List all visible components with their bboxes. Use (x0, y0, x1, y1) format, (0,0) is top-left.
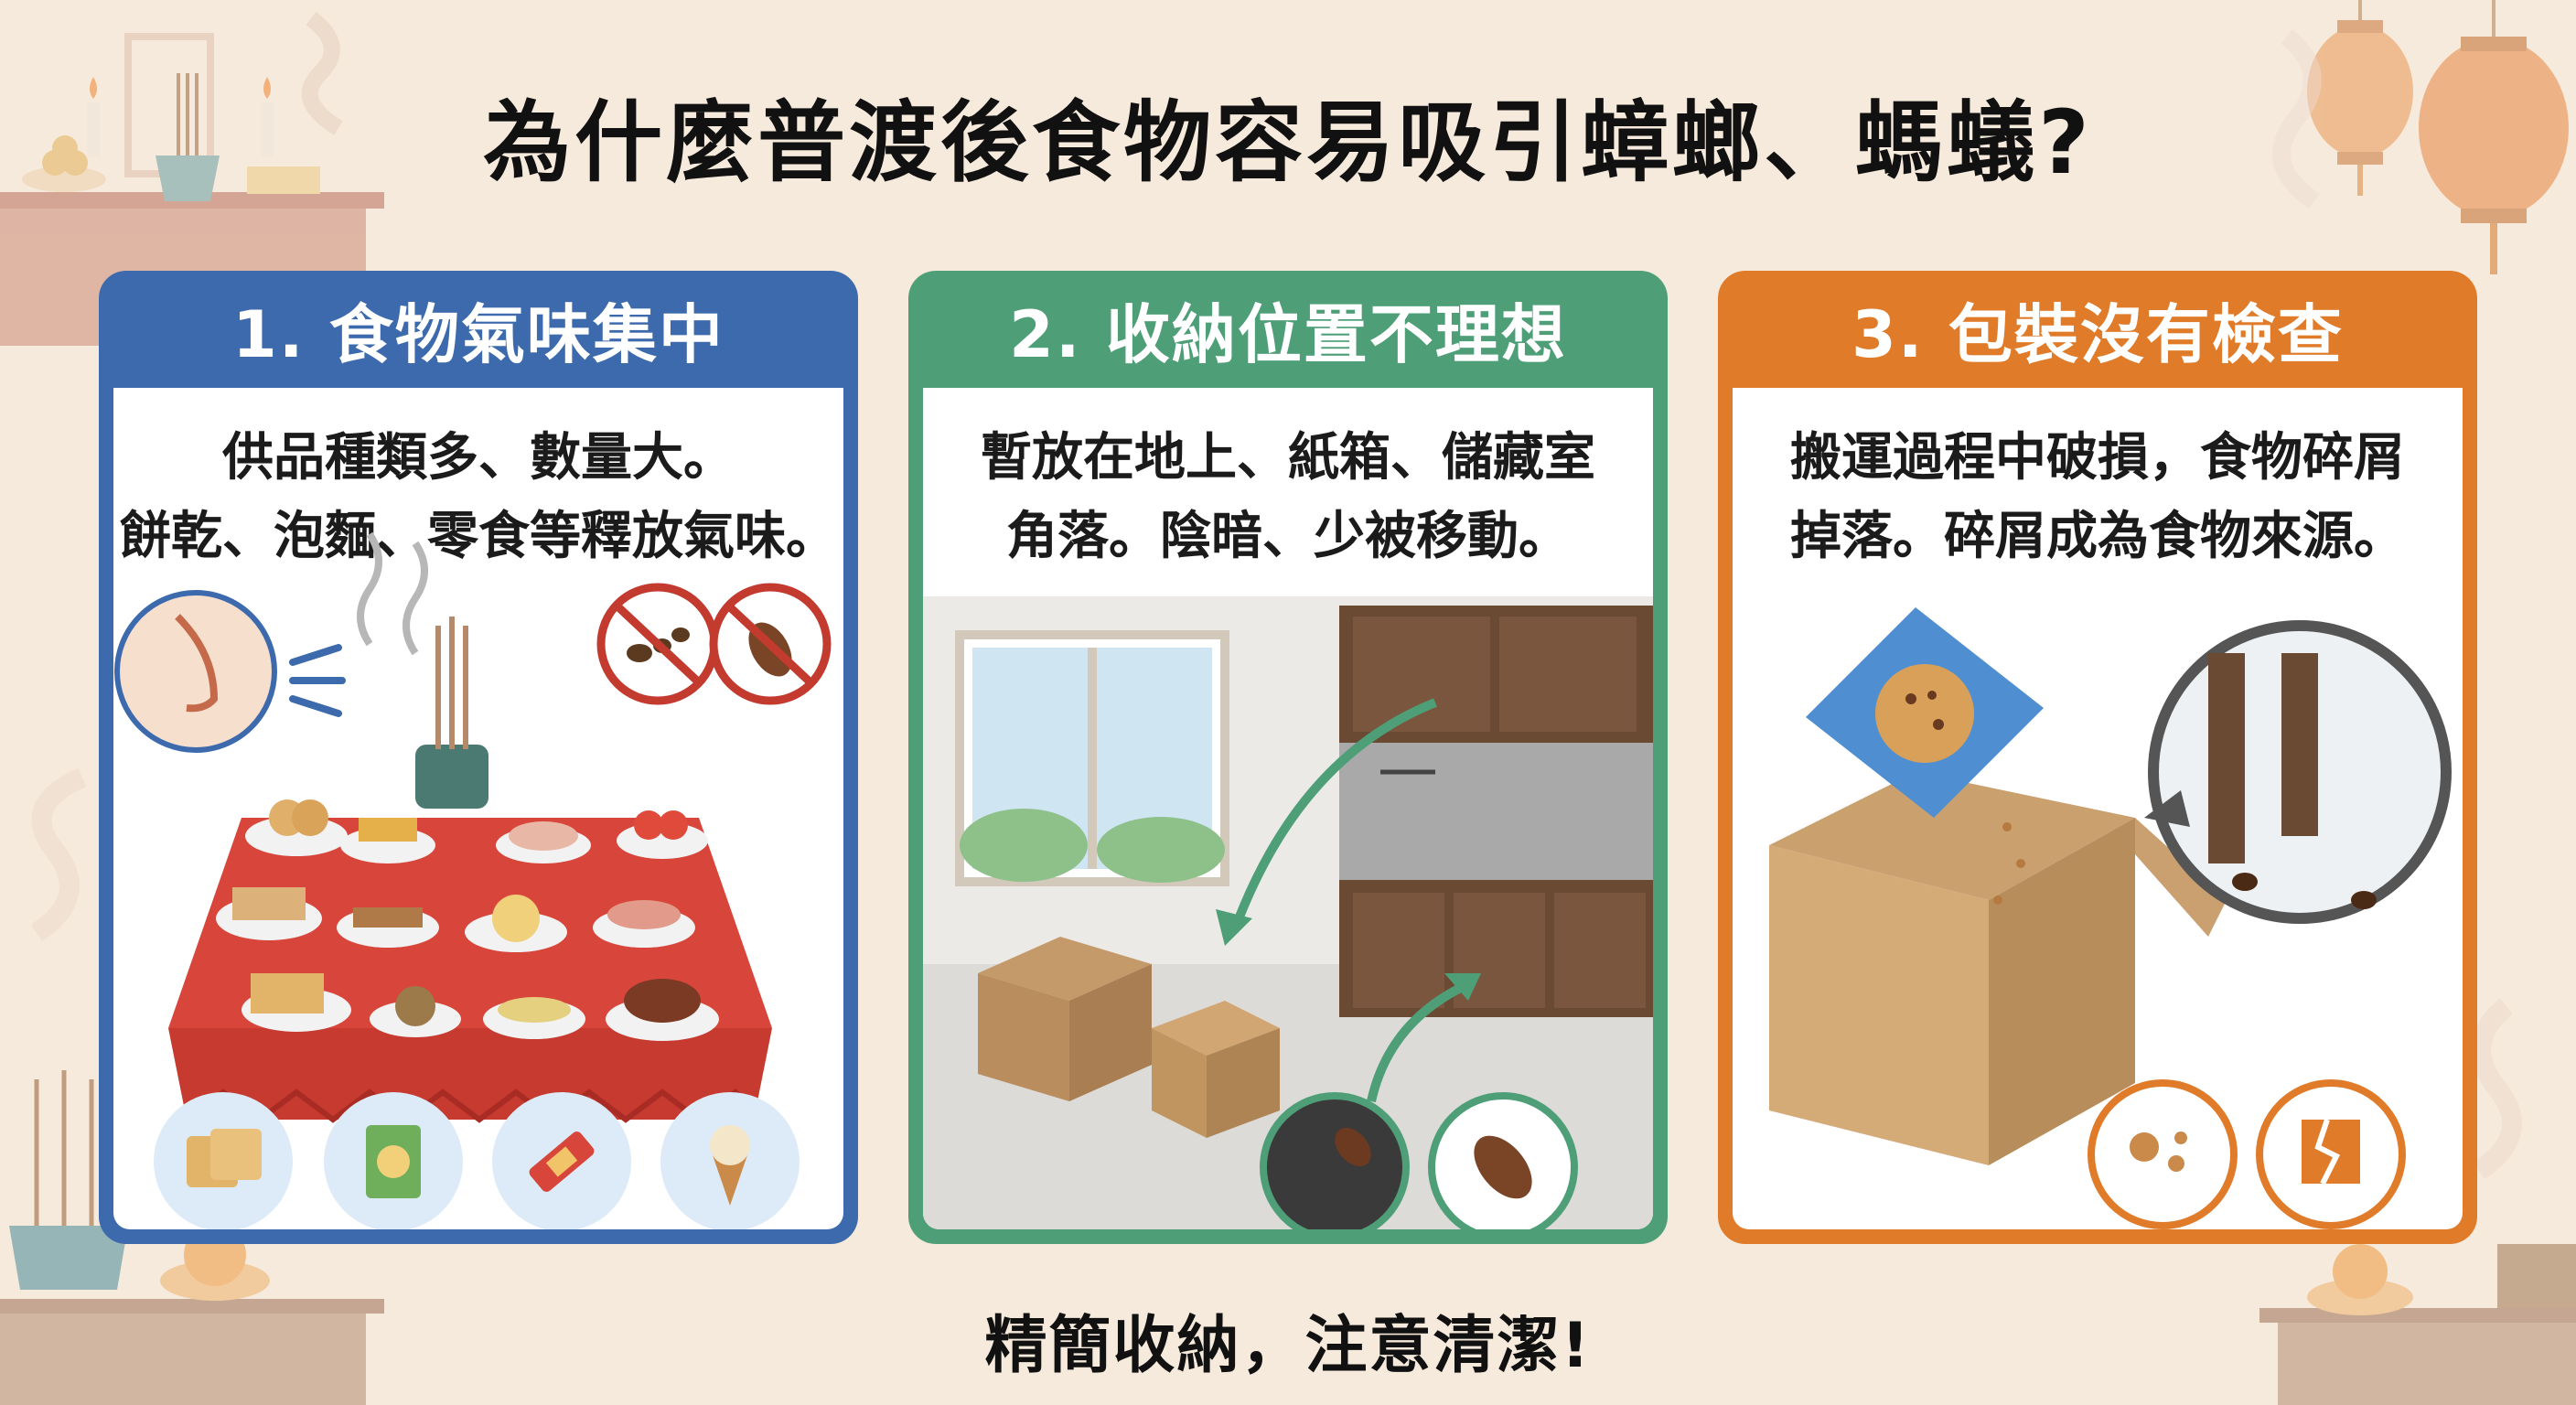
panel-body: 搬運過程中破損，食物碎屑 掉落。碎屑成為食物來源。 (1733, 388, 2463, 1229)
panel-body: 供品種類多、數量大。 餅乾、泡麵、零食等釋放氣味。 (113, 388, 843, 1229)
torn-wrapper-icon (2256, 1079, 2406, 1229)
magnified-ants-icon (2144, 620, 2452, 924)
offering-table-illustration (114, 531, 832, 1123)
ice-cream-cone-icon (660, 1092, 800, 1229)
panel-heading: 3. 包裝沒有檢查 (1852, 296, 2344, 372)
offering-table-icon (168, 617, 772, 1123)
page-title: 為什麼普渡後食物容易吸引蟑螂、螞蟻? (483, 91, 2093, 194)
panel-description: 搬運過程中破損，食物碎屑 掉落。碎屑成為食物來源。 (1733, 419, 2463, 576)
panel-food-smell: 1. 食物氣味集中 供品種類多、數量大。 餅乾、泡麵、零食等釋放氣味。 (99, 271, 858, 1244)
description-line-1: 暫放在地上、紙箱、儲藏室 (981, 428, 1595, 488)
nose-smell-icon (114, 590, 346, 753)
panel-package-check: 3. 包裝沒有檢查 搬運過程中破損，食物碎屑 掉落。碎屑成為食物來源。 (1718, 271, 2477, 1244)
no-ant-icon (596, 583, 719, 705)
footer-message: 精簡收納，注意清潔! (984, 1310, 1592, 1382)
chips-bag-icon (324, 1092, 463, 1229)
lantern-icon (2307, 0, 2569, 274)
description-line-2: 餅乾、泡麵、零食等釋放氣味。 (120, 507, 837, 566)
altar-right-icon (2259, 29, 2576, 1405)
panel-storage-location: 2. 收納位置不理想 暫放在地上、紙箱、儲藏室 角落。陰暗、少被移動。 (908, 271, 1668, 1244)
cardboard-box-icon (978, 937, 1280, 1138)
arrow-icon (1229, 698, 1437, 933)
panel-description: 暫放在地上、紙箱、儲藏室 角落。陰暗、少被移動。 (923, 419, 1653, 576)
panel-heading: 2. 收納位置不理想 (1009, 296, 1567, 372)
dark-corner-cockroach-icon (1260, 1092, 1410, 1229)
description-line-2: 角落。陰暗、少被移動。 (1006, 507, 1570, 566)
storage-room-illustration (923, 596, 1653, 1229)
panel-heading: 1. 食物氣味集中 (232, 296, 724, 372)
description-line-1: 搬運過程中破損，食物碎屑 (1790, 428, 2405, 488)
open-box-icon (1769, 772, 2227, 1165)
torn-cookie-package-icon (1806, 607, 2044, 905)
cracker-icon (154, 1092, 293, 1229)
kitchen-cabinet-icon (1339, 606, 1653, 1017)
description-line-2: 掉落。碎屑成為食物來源。 (1790, 507, 2405, 566)
panel-body: 暫放在地上、紙箱、儲藏室 角落。陰暗、少被移動。 (923, 388, 1653, 1229)
description-line-1: 供品種類多、數量大。 (222, 428, 735, 488)
incense-burner-icon (0, 767, 384, 1405)
candy-bar-icon (492, 1092, 631, 1229)
window-icon (955, 630, 1229, 886)
crumbs-icon (2088, 1079, 2238, 1229)
panel-description: 供品種類多、數量大。 餅乾、泡麵、零食等釋放氣味。 (113, 419, 843, 576)
torn-package-illustration (1769, 607, 2452, 1229)
no-cockroach-icon (709, 583, 832, 705)
cockroach-icon (1428, 1092, 1578, 1229)
